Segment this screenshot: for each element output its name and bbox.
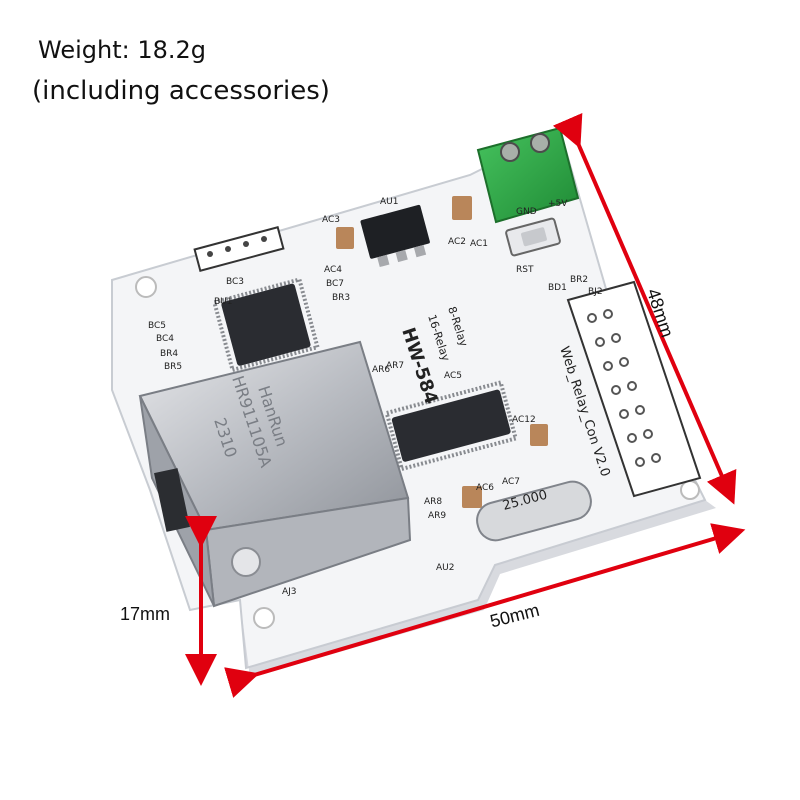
- label-au2: AU2: [436, 563, 454, 573]
- label-br3: BR3: [332, 293, 350, 303]
- label-ac3: AC3: [322, 215, 340, 225]
- label-bc4: BC4: [156, 334, 174, 344]
- label-ac7: AC7: [502, 477, 520, 487]
- label-bc7: BC7: [326, 279, 344, 289]
- header-pins: [193, 226, 285, 272]
- label-ac2: AC2: [448, 237, 466, 247]
- label-ac1: AC1: [470, 239, 488, 249]
- height-dimension-label: 17mm: [120, 604, 171, 624]
- label-bd1: BD1: [548, 283, 567, 293]
- label-ac6: AC6: [476, 483, 494, 493]
- depth-arrow: [552, 112, 737, 505]
- width-arrow: [224, 523, 746, 698]
- label-rst: RST: [516, 265, 534, 275]
- component-labels: AC3 AU1 AC2 AC1 BU1 BC3 BC5 BC4 BR4 BR5 …: [148, 197, 603, 597]
- driver-chip: [384, 379, 519, 472]
- label-ar9: AR9: [428, 511, 446, 521]
- weight-caption: Weight: 18.2g: [38, 36, 206, 64]
- mcu-chip: [211, 277, 320, 373]
- label-ac4: AC4: [324, 265, 342, 275]
- label-au1: AU1: [380, 197, 398, 207]
- label-ac5: AC5: [444, 371, 462, 381]
- label-ar6: AR6: [372, 365, 390, 375]
- voltage-regulator: [360, 204, 430, 268]
- label-bc3: BC3: [226, 277, 244, 287]
- label-br2: BR2: [570, 275, 588, 285]
- label-gnd: GND: [516, 207, 537, 217]
- label-bu1: BU1: [214, 297, 233, 307]
- label-ar8: AR8: [424, 497, 442, 507]
- capacitors: [336, 196, 548, 508]
- label-ac12: AC12: [512, 415, 536, 425]
- label-bj2: BJ2: [588, 287, 603, 297]
- label-5v: +5V: [548, 199, 568, 209]
- label-bc5: BC5: [148, 321, 166, 331]
- accessories-caption: (including accessories): [32, 76, 330, 106]
- label-br4: BR4: [160, 349, 178, 359]
- mount-hole: [253, 607, 275, 629]
- mount-hole: [680, 480, 700, 500]
- mount-hole: [135, 276, 157, 298]
- label-ar7: AR7: [386, 361, 404, 371]
- label-aj3: AJ3: [282, 587, 297, 597]
- dimension-arrows: [185, 112, 746, 698]
- label-br5: BR5: [164, 362, 182, 372]
